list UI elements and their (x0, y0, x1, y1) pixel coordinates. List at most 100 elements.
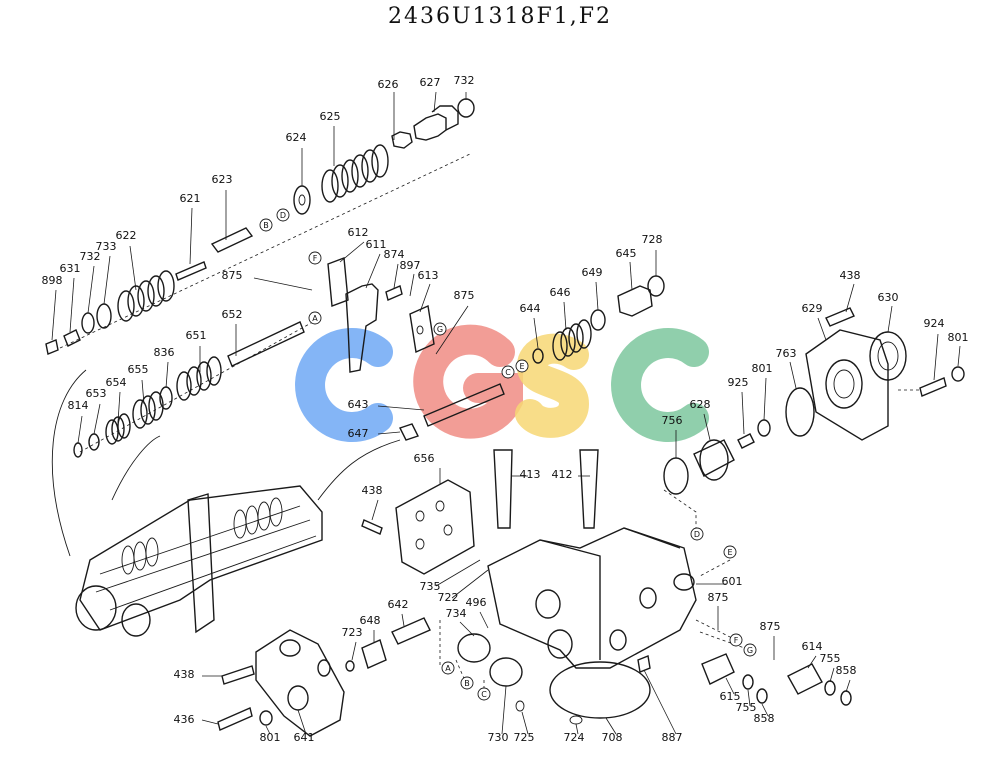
part-label-735: 735 (420, 580, 441, 593)
marker-d: D (276, 208, 290, 222)
main-housing (457, 527, 697, 725)
part-label-612: 612 (348, 226, 369, 239)
part-label-897: 897 (400, 259, 421, 272)
svg-text:F: F (313, 254, 318, 263)
part-label-645: 645 (616, 247, 637, 260)
svg-text:C: C (505, 368, 511, 377)
marker-e: E (723, 545, 737, 559)
diagram-title: 2436U1318F1,F2 (387, 4, 613, 29)
part-label-622: 622 (116, 229, 137, 242)
part-label-623: 623 (212, 173, 233, 186)
part-label-496: 496 (466, 596, 487, 609)
part-label-925: 925 (728, 376, 749, 389)
watermark-letter-c1 (295, 328, 393, 442)
part-label-733: 733 (96, 240, 117, 253)
svg-text:D: D (694, 530, 700, 539)
part-label-624: 624 (286, 131, 307, 144)
part-label-722: 722 (438, 591, 459, 604)
marker-g: G (743, 643, 757, 657)
svg-text:E: E (727, 548, 732, 557)
part-label-628: 628 (690, 398, 711, 411)
part-label-647: 647 (348, 427, 369, 440)
part-label-629: 629 (802, 302, 823, 315)
part-label-438: 438 (174, 668, 195, 681)
svg-text:G: G (437, 325, 443, 334)
svg-text:E: E (519, 362, 524, 371)
svg-text:D: D (280, 211, 286, 220)
watermark-letter-c2 (611, 328, 709, 442)
marker-d: D (690, 527, 704, 541)
part-label-755: 755 (820, 652, 841, 665)
part-label-708: 708 (602, 731, 623, 744)
marker-e: E (515, 359, 529, 373)
part-label-732: 732 (454, 74, 475, 87)
part-label-626: 626 (378, 78, 399, 91)
svg-text:F: F (734, 636, 739, 645)
marker-b: B (259, 218, 273, 232)
part-label-648: 648 (360, 614, 381, 627)
part-label-625: 625 (320, 110, 341, 123)
svg-text:A: A (312, 314, 318, 323)
part-label-874: 874 (384, 248, 405, 261)
svg-text:B: B (464, 679, 470, 688)
part-label-656: 656 (414, 452, 435, 465)
part-label-801: 801 (752, 362, 773, 375)
part-label-654: 654 (106, 376, 127, 389)
part-label-732: 732 (80, 250, 101, 263)
part-label-613: 613 (418, 269, 439, 282)
part-label-801: 801 (948, 331, 969, 344)
svg-text:B: B (263, 221, 269, 230)
part-label-649: 649 (582, 266, 603, 279)
part-label-763: 763 (776, 347, 797, 360)
upper-spool-group (45, 98, 475, 355)
part-label-814: 814 (68, 399, 89, 412)
small-parts-right (637, 653, 852, 706)
svg-text:A: A (445, 664, 451, 673)
part-label-725: 725 (514, 731, 535, 744)
part-label-642: 642 (388, 598, 409, 611)
watermark (295, 324, 709, 442)
part-label-631: 631 (60, 262, 81, 275)
part-label-875: 875 (708, 591, 729, 604)
part-label-801: 801 (260, 731, 281, 744)
part-label-438: 438 (362, 484, 383, 497)
sectional-view (51, 369, 401, 637)
part-label-652: 652 (222, 308, 243, 321)
part-label-436: 436 (174, 713, 195, 726)
part-label-643: 643 (348, 398, 369, 411)
marker-c: C (477, 687, 491, 701)
part-label-651: 651 (186, 329, 207, 342)
marker-a: A (308, 311, 322, 325)
part-label-858: 858 (836, 664, 857, 677)
lower-housing (217, 617, 431, 737)
marker-g: G (433, 322, 447, 336)
part-label-728: 728 (642, 233, 663, 246)
marker-c: C (501, 365, 515, 379)
part-label-614: 614 (802, 640, 823, 653)
marker-f: F (308, 251, 322, 265)
part-label-412: 412 (552, 468, 573, 481)
part-label-644: 644 (520, 302, 541, 315)
svg-text:G: G (747, 646, 753, 655)
marker-a: A (441, 661, 455, 675)
marker-b: B (460, 676, 474, 690)
part-label-924: 924 (924, 317, 945, 330)
part-label-438: 438 (840, 269, 861, 282)
part-label-611: 611 (366, 238, 387, 251)
marker-f: F (729, 633, 743, 647)
part-label-630: 630 (878, 291, 899, 304)
watermark-letter-g (413, 324, 523, 439)
part-label-615: 615 (720, 690, 741, 703)
part-label-858: 858 (754, 712, 775, 725)
watermark-letter-s (515, 333, 590, 438)
valve-plate-group (361, 449, 599, 575)
part-label-601: 601 (722, 575, 743, 588)
part-label-723: 723 (342, 626, 363, 639)
part-label-646: 646 (550, 286, 571, 299)
part-label-898: 898 (42, 274, 63, 287)
part-label-756: 756 (662, 414, 683, 427)
right-spool-group (399, 275, 665, 441)
